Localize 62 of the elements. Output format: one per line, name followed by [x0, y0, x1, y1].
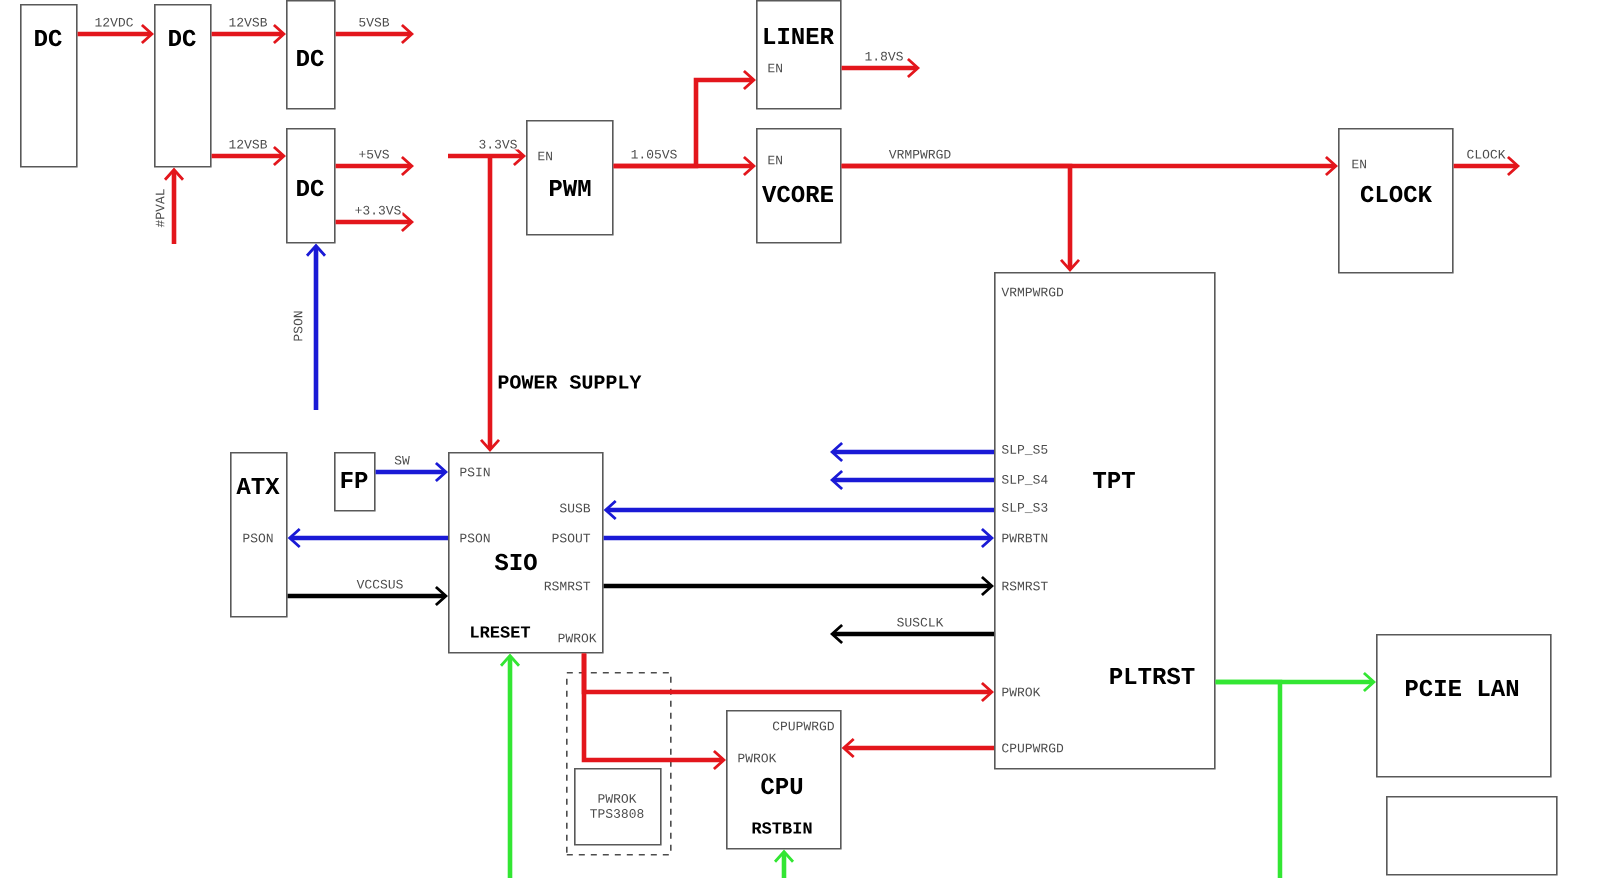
block-title: PCIE LAN: [1406, 679, 1519, 697]
arrow: [773, 849, 795, 878]
arrow: [830, 623, 994, 645]
arrow: [581, 653, 726, 771]
arrow: [603, 575, 994, 597]
arrow: [499, 653, 521, 878]
block-title: TPT: [1093, 472, 1135, 488]
dashed-box: [566, 672, 672, 856]
block-title: FP: [341, 472, 368, 488]
arrow: [211, 145, 286, 167]
block-title: LRESET: [471, 626, 531, 638]
block-box: [1386, 796, 1558, 876]
block-title: RSTBIN: [752, 822, 812, 834]
block-box: [1376, 634, 1552, 778]
block-title: DC: [169, 29, 196, 47]
block-title: SIO: [494, 553, 537, 571]
block-box: [1338, 128, 1454, 274]
arrow: [335, 155, 414, 177]
arrow: [479, 156, 501, 452]
block-box: [154, 4, 212, 168]
arrow: [603, 499, 994, 521]
arrow: [448, 145, 526, 167]
block-box: [448, 452, 604, 654]
arrow: [287, 527, 448, 549]
block-title: DC: [35, 29, 62, 47]
block-title: ATX: [236, 478, 280, 494]
section-label: POWER SUPPLY: [496, 374, 643, 390]
arrow: [211, 23, 286, 45]
arrow: [830, 441, 994, 463]
block-box: [286, 128, 336, 244]
block-box: [756, 0, 842, 110]
arrow: [1453, 155, 1521, 177]
arrow: [305, 243, 327, 410]
block-box: [574, 768, 662, 846]
block-box: [526, 120, 614, 236]
block-title: PWM: [550, 180, 591, 196]
arrow: [841, 163, 1081, 272]
block-title: CPU: [761, 777, 803, 795]
arrow: [830, 469, 994, 491]
arrow: [375, 461, 448, 483]
block-title: CLOCK: [1360, 185, 1432, 203]
block-title: LINER: [764, 28, 834, 44]
block-box: [756, 128, 842, 244]
block-box: [20, 4, 78, 168]
arrow: [841, 737, 994, 759]
block-title: DC: [297, 49, 324, 67]
arrow: [77, 23, 154, 45]
block-title: VCORE: [762, 185, 834, 203]
block-box: [286, 0, 336, 110]
arrow: [841, 57, 920, 79]
block-box: [726, 710, 842, 850]
block-box: [334, 452, 376, 512]
block-box: [230, 452, 288, 618]
arrow: [335, 211, 414, 233]
arrow: [613, 155, 756, 177]
block-title: PLTRST: [1110, 667, 1195, 685]
arrow: [287, 585, 448, 607]
arrow: [163, 167, 185, 244]
block-title: DC: [297, 179, 324, 197]
arrow: [335, 23, 414, 45]
arrow: [603, 527, 994, 549]
block-box: [994, 272, 1216, 770]
